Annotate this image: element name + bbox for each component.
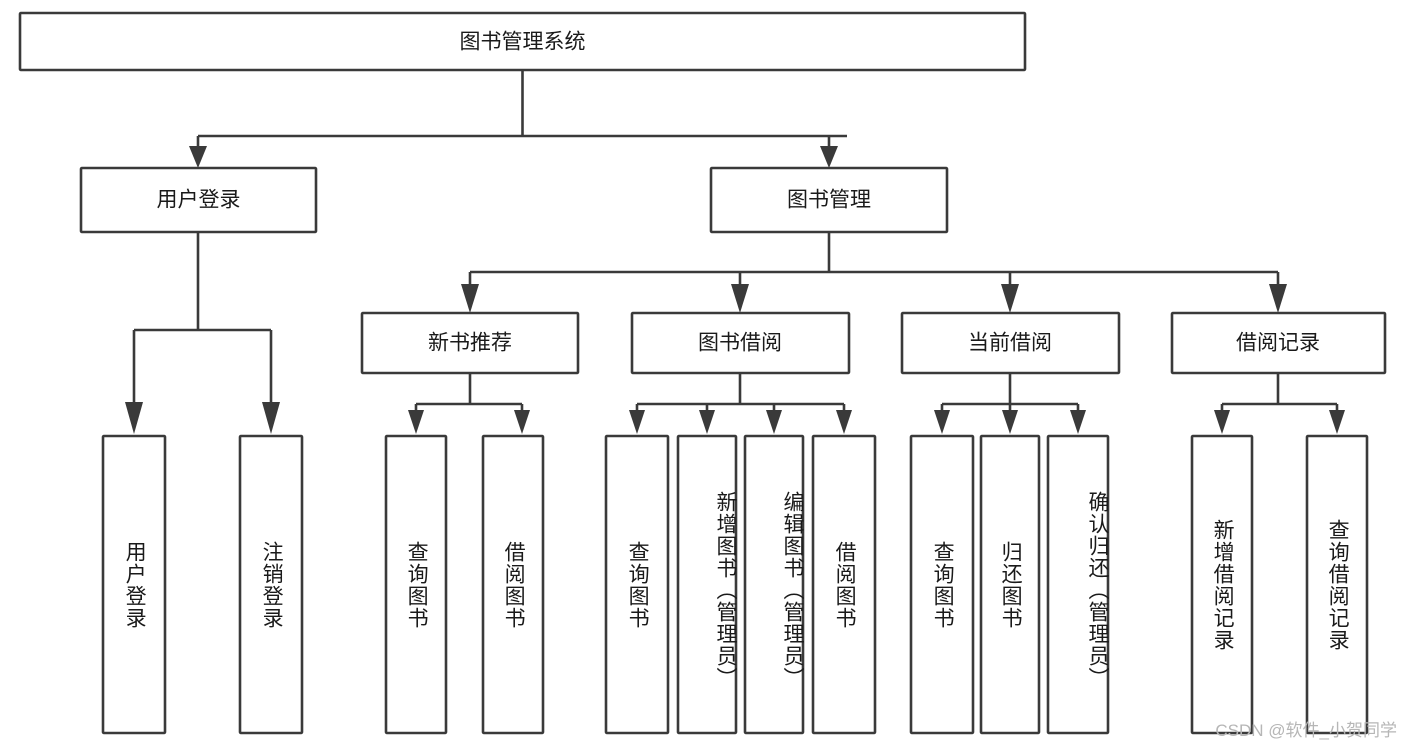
leaf-box-borrow-record-1[interactable] [1305, 434, 1369, 735]
arrowhead-level3-1 [731, 284, 749, 313]
leaf-box-current-borrow-2[interactable] [1046, 434, 1110, 735]
node-new-book-recommend-label: 新书推荐 [428, 332, 512, 355]
arrowhead-leaf-current-borrow-0 [934, 410, 950, 434]
arrowhead-leaf-book-borrow-1 [699, 410, 715, 434]
node-root-label: 图书管理系统 [460, 31, 586, 54]
leaf-box-book-borrow-1[interactable] [676, 434, 738, 735]
arrowhead-leaf-user-login-1 [262, 402, 280, 434]
node-borrow-record-label: 借阅记录 [1236, 332, 1320, 355]
node-book-management-label: 图书管理 [787, 189, 871, 212]
leaf-box-borrow-record-0[interactable] [1190, 434, 1254, 735]
csdn-watermark: CSDN @软件_小贺同学 [1215, 721, 1397, 740]
arrowhead-leaf-borrow-record-1 [1329, 410, 1345, 434]
leaf-box-user-login-0[interactable] [101, 434, 167, 735]
arrowhead-user-login [189, 146, 207, 168]
connector-layer [125, 70, 1345, 434]
leaf-box-new-book-1[interactable] [481, 434, 545, 735]
leaf-box-book-borrow-0[interactable] [604, 434, 670, 735]
node-book-management-box[interactable] [709, 166, 949, 234]
leaf-box-new-book-0[interactable] [384, 434, 448, 735]
node-user-login-box[interactable] [79, 166, 318, 234]
arrowhead-leaf-new-book-0 [408, 410, 424, 434]
node-current-borrow-box[interactable] [900, 311, 1121, 375]
arrowhead-leaf-current-borrow-2 [1070, 410, 1086, 434]
leaf-box-book-borrow-2[interactable] [743, 434, 805, 735]
arrowhead-leaf-book-borrow-3 [836, 410, 852, 434]
node-new-book-recommend-box[interactable] [360, 311, 580, 375]
node-borrow-record-box[interactable] [1170, 311, 1387, 375]
node-root-box[interactable] [18, 11, 1027, 72]
arrowhead-leaf-borrow-record-0 [1214, 410, 1230, 434]
node-current-borrow-label: 当前借阅 [968, 332, 1052, 355]
node-layer: 图书管理系统 用户登录 图书管理 新书推荐 图书借阅 当前借阅 借阅记录 [18, 11, 1387, 735]
arrowhead-leaf-new-book-1 [514, 410, 530, 434]
arrowhead-level3-0 [461, 284, 479, 313]
arrowhead-leaf-user-login-0 [125, 402, 143, 434]
leaf-box-book-borrow-3[interactable] [811, 434, 877, 735]
arrowhead-leaf-book-borrow-2 [766, 410, 782, 434]
arrowhead-level3-3 [1269, 284, 1287, 313]
arrowhead-level3-2 [1001, 284, 1019, 313]
leaf-box-current-borrow-1[interactable] [979, 434, 1041, 735]
node-user-login-label: 用户登录 [157, 189, 241, 212]
leaf-box-current-borrow-0[interactable] [909, 434, 975, 735]
leaf-box-user-login-1[interactable] [238, 434, 304, 735]
arrowhead-leaf-current-borrow-1 [1002, 410, 1018, 434]
node-book-borrow-box[interactable] [630, 311, 851, 375]
arrowhead-book-mgmt [820, 146, 838, 168]
node-book-borrow-label: 图书借阅 [698, 332, 782, 355]
arrowhead-leaf-book-borrow-0 [629, 410, 645, 434]
